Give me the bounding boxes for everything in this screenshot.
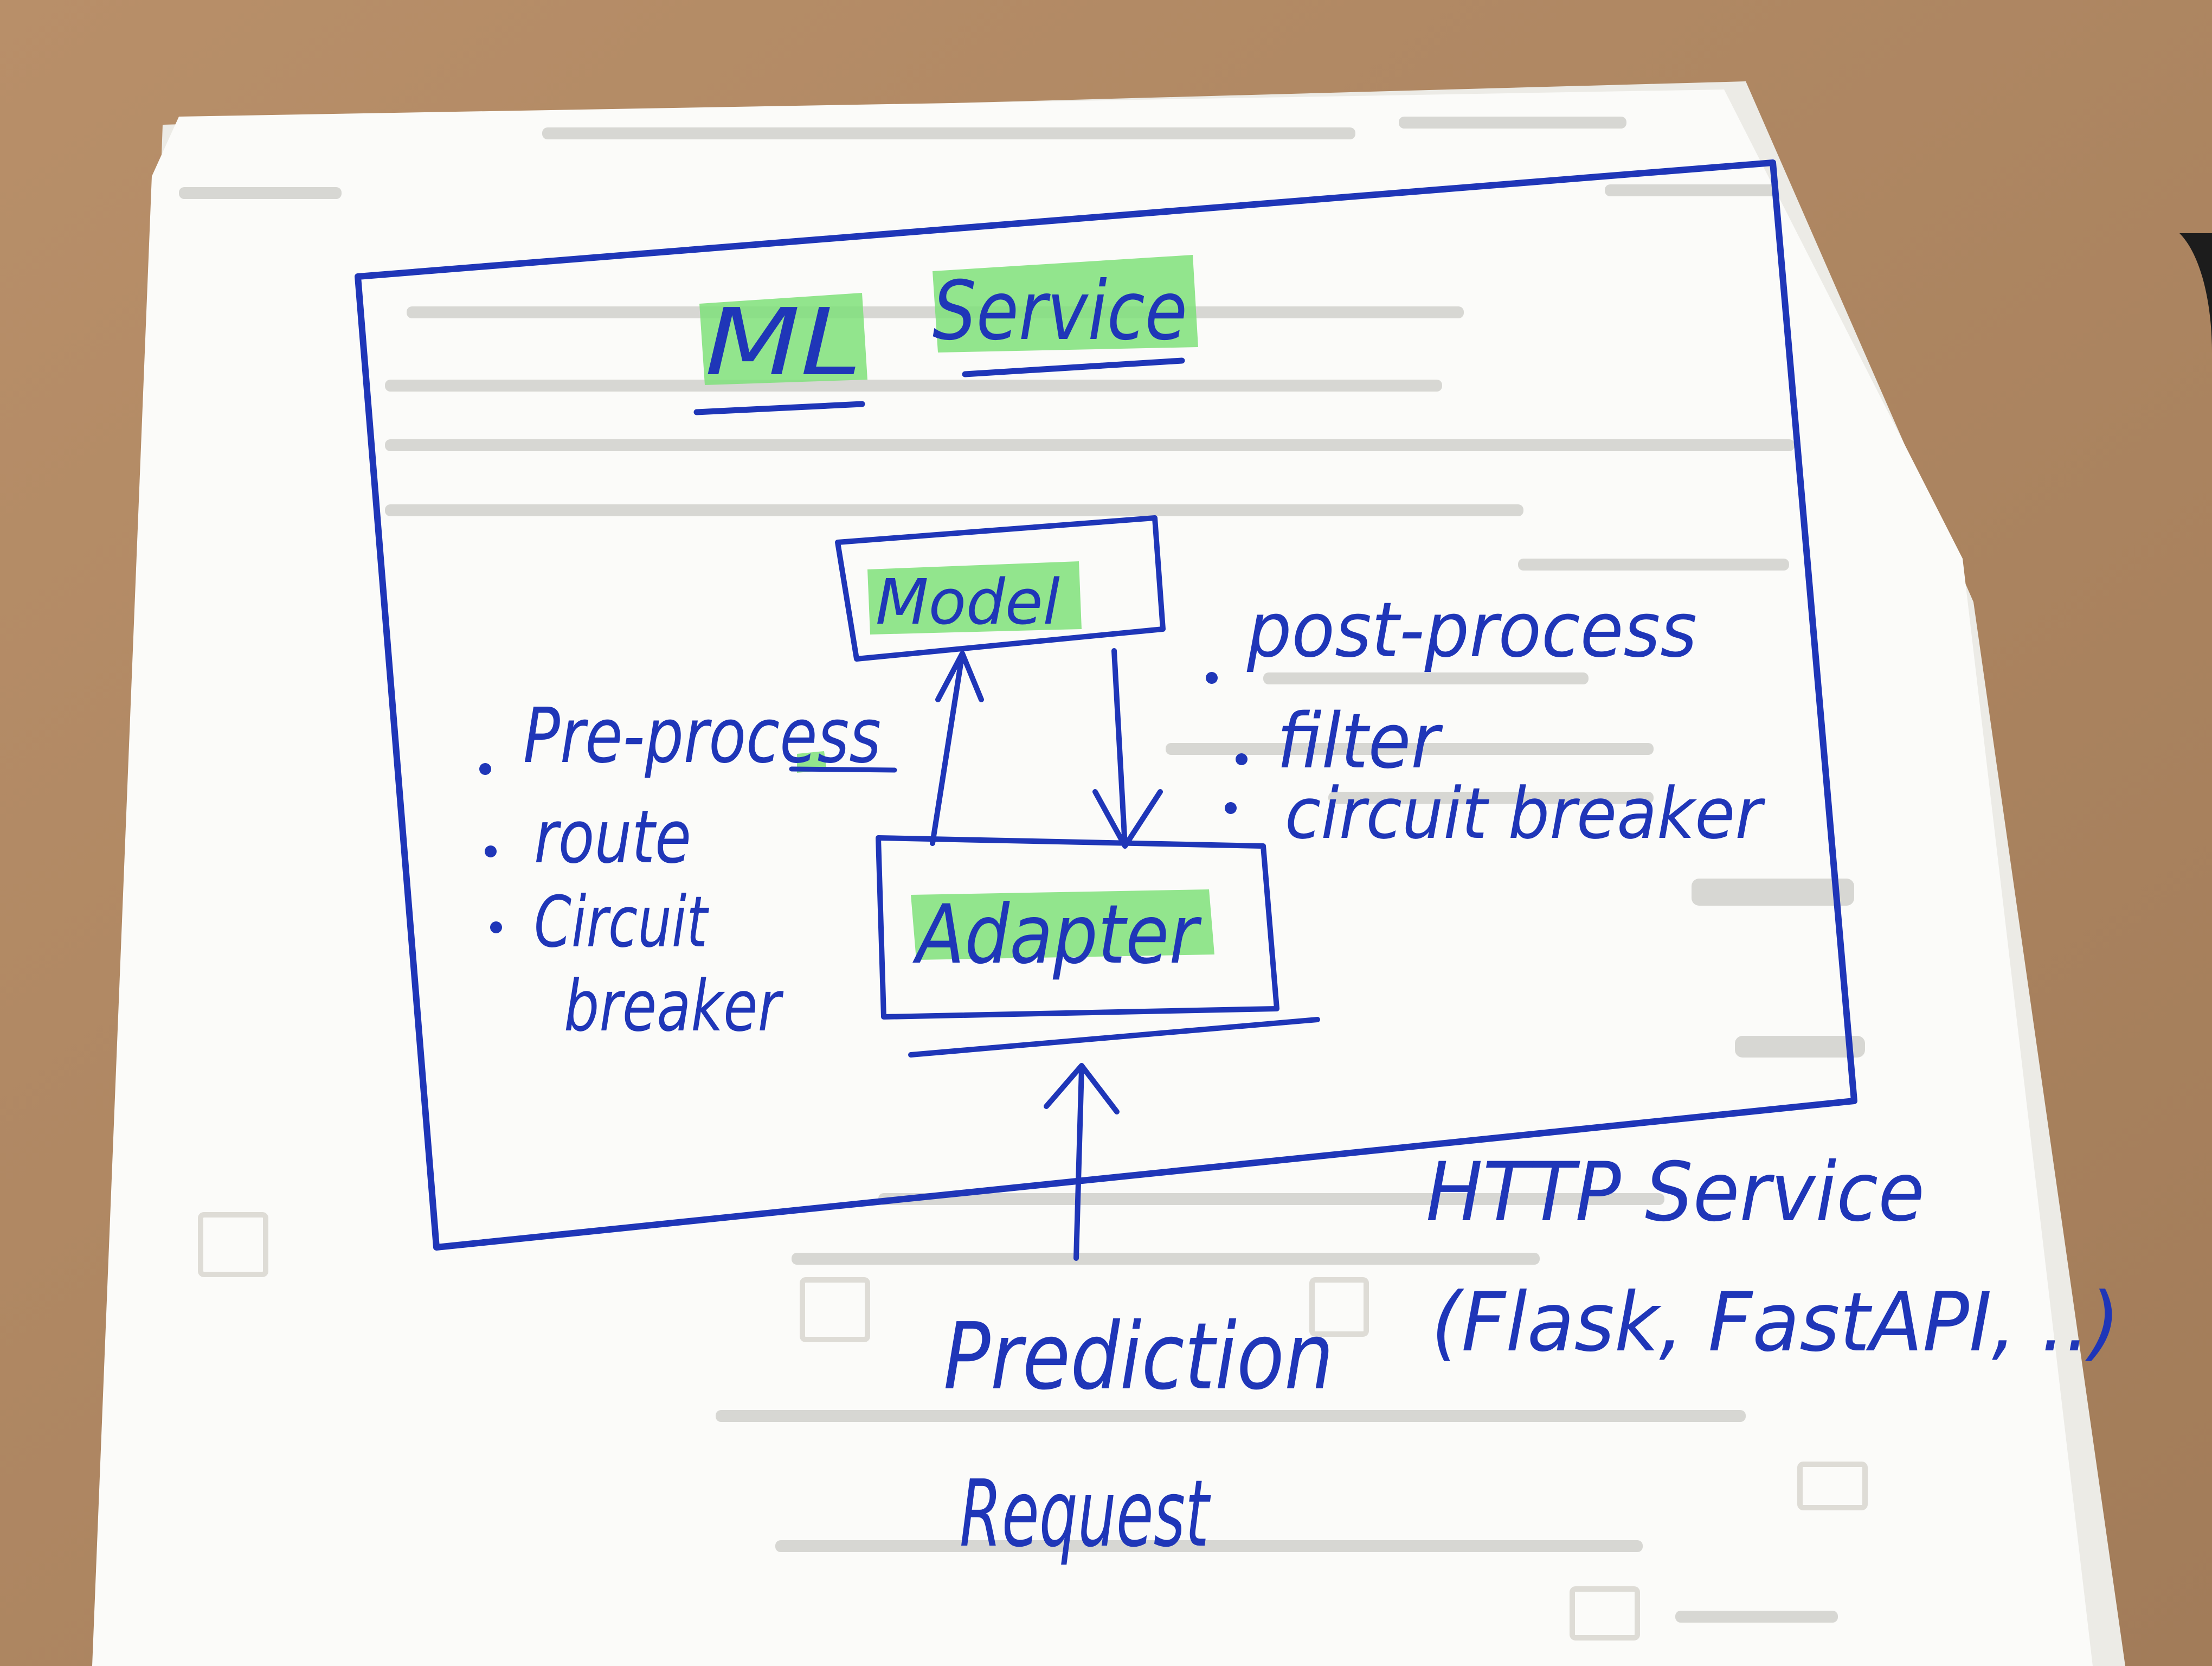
faint-background-text [179,117,1868,1641]
model-box [835,515,1166,662]
highlights [699,255,1214,960]
adapter-label: Adapter [912,888,1202,982]
title-underline-ml [693,401,865,415]
prediction-request-line1: Prediction [943,1303,1334,1411]
http-service-line2: (Flask, FastAPI, ..) [1431,1276,2120,1370]
adapter-box [876,835,1279,1020]
title-underline-service [962,357,1185,377]
left-note-route: route [534,794,691,880]
left-note-pre-process: Pre-process [523,692,881,780]
right-note-circuit-breaker: circuit breaker [1285,772,1766,855]
prediction-request-line2: Request [960,1460,1211,1568]
right-bullet-dots [1206,672,1248,814]
http-service-line1: HTTP Service [1426,1145,1925,1240]
ml-service-box [355,159,1857,1251]
left-note-breaker: breaker [564,965,784,1047]
title-ml: ML [705,289,862,396]
pre-process-underline [789,766,897,773]
left-bullet-dots [479,763,502,933]
right-note-filter: filter [1277,697,1443,786]
dark-object-edge [2179,233,2212,353]
paper-sheet [92,89,2093,1666]
left-note-circuit: Circuit [534,881,709,963]
right-note-post-process: post-process [1246,586,1697,675]
adapter-box-base [908,1017,1320,1058]
arrow-request-to-adapter [1044,1063,1120,1261]
arrow-model-to-adapter [1092,648,1163,849]
title-service: Service [933,264,1187,358]
arrow-adapter-to-model [930,651,984,846]
model-label: Model [876,566,1060,639]
